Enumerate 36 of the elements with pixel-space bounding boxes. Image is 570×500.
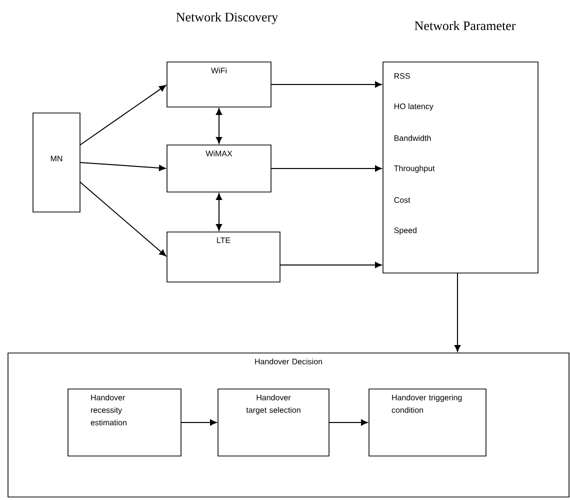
network-box [166, 144, 272, 192]
node-box [32, 112, 80, 212]
box-label: WiFi [211, 68, 226, 74]
box-label: LTE [217, 238, 230, 243]
parameter-label: Cost [394, 197, 410, 203]
box-label: Handover triggering condition [392, 394, 462, 413]
parameter-label: Speed [394, 227, 416, 235]
panel-heading: Network Parameter [414, 21, 516, 30]
step-box [218, 388, 330, 456]
node-label: MN [50, 156, 62, 162]
network-box [166, 62, 272, 108]
parameter-box [382, 21, 538, 274]
arrow [328, 419, 368, 426]
parameter-label: RSS [394, 73, 410, 79]
arrow [270, 81, 382, 88]
parameter-label: Bandwidth [394, 135, 431, 141]
arrow [216, 108, 222, 144]
arrow [280, 262, 382, 268]
arrow [80, 162, 166, 172]
arrow [80, 85, 166, 146]
box-label: Handover Decision [255, 358, 322, 364]
box-label: WiMAX [206, 150, 232, 156]
decision-panel [8, 352, 570, 498]
arrow [270, 165, 382, 172]
box-label: Handover recessity estimation [90, 394, 126, 426]
arrow [80, 182, 166, 256]
parameter-label: HO latency [394, 103, 434, 111]
parameter-label: Throughput [394, 165, 435, 173]
step-box [368, 388, 486, 456]
arrow [180, 419, 217, 426]
step-box [68, 388, 182, 456]
arrow [216, 193, 222, 231]
column-heading: Network Discovery [176, 12, 278, 24]
arrow [454, 272, 461, 352]
network-box [166, 232, 280, 282]
box-label: Handover target selection [246, 394, 300, 414]
